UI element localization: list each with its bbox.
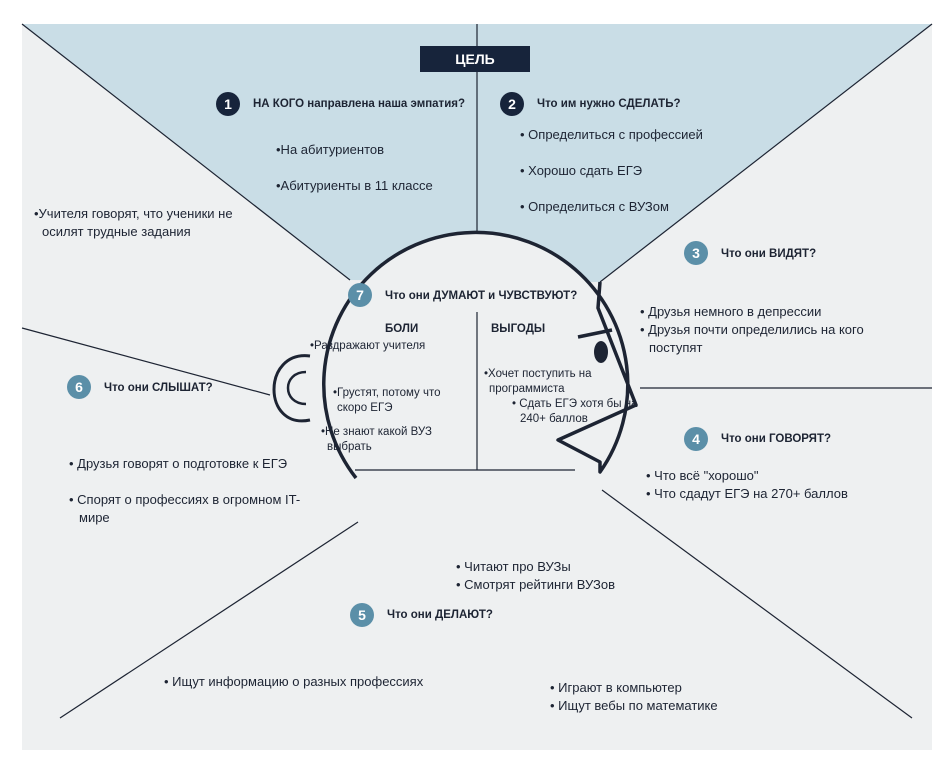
badge-1: 1	[216, 92, 240, 116]
question-2: Что им нужно СДЕЛАТЬ?	[537, 98, 681, 110]
question-4: Что они ГОВОРЯТ?	[721, 433, 831, 445]
gain-2: • Сдать ЕГЭ хотя бы на	[512, 398, 638, 410]
head-outline	[322, 230, 638, 480]
s3-item-1: • Друзья немного в депрессии	[640, 304, 822, 319]
pain-2: •Грустят, потому что	[333, 387, 441, 399]
s1-item-1: •На абитуриентов	[276, 142, 385, 157]
badge-6: 6	[67, 375, 91, 399]
question-3: Что они ВИДЯТ?	[721, 248, 817, 260]
s2-item-1: • Определиться с профессией	[520, 127, 703, 142]
s3-item-2: • Друзья почти определились на кого	[640, 322, 864, 337]
pain-3: •Не знают какой ВУЗ	[321, 426, 432, 438]
s1-item-2: •Абитуриенты в 11 классе	[276, 178, 433, 193]
goal-label: ЦЕЛЬ	[420, 46, 530, 72]
badge-5: 5	[350, 603, 374, 627]
s4-item-1: • Что всё "хорошо"	[646, 468, 759, 483]
badge-7: 7	[348, 283, 372, 307]
s5-item-right-1: • Играют в компьютер	[550, 680, 682, 695]
s6-teachers-2: осилят трудные задания	[42, 224, 191, 239]
eyebrow	[577, 328, 613, 339]
gain-2-cont: 240+ баллов	[520, 413, 588, 425]
pain-2-cont: скоро ЕГЭ	[337, 402, 393, 414]
s2-item-3: • Определиться с ВУЗом	[520, 199, 669, 214]
pain-3-cont: выбрать	[327, 441, 372, 453]
badge-4: 4	[684, 427, 708, 451]
s6-teachers-1: •Учителя говорят, что ученики не	[34, 206, 233, 221]
s6-item-1: • Друзья говорят о подготовке к ЕГЭ	[69, 456, 288, 471]
gain-1-cont: программиста	[489, 383, 565, 395]
s3-item-2-cont: поступят	[649, 340, 703, 355]
ear-inner	[286, 370, 307, 406]
badge-2: 2	[500, 92, 524, 116]
question-7: Что они ДУМАЮТ и ЧУВСТВУЮТ?	[385, 290, 578, 302]
s5-item-top-2: • Смотрят рейтинги ВУЗов	[456, 577, 616, 592]
gain-1: •Хочет поступить на	[484, 368, 592, 380]
s6-item-2: • Спорят о профессиях в огромном IT-	[69, 492, 301, 507]
pains-header: БОЛИ	[385, 323, 419, 335]
s4-item-2: • Что сдадут ЕГЭ на 270+ баллов	[646, 486, 848, 501]
ear-outer	[272, 354, 311, 423]
question-5: Что они ДЕЛАЮТ?	[387, 609, 493, 621]
s5-item-right-2: • Ищут вебы по математике	[550, 698, 718, 713]
badge-3: 3	[684, 241, 708, 265]
question-1: НА КОГО направлена наша эмпатия?	[253, 98, 465, 110]
pain-1: •Раздражают учителя	[310, 340, 426, 352]
s5-item-left: • Ищут информацию о разных профессиях	[164, 674, 424, 689]
s5-item-top-1: • Читают про ВУЗы	[456, 559, 571, 574]
eye	[594, 341, 608, 363]
question-6: Что они СЛЫШАТ?	[104, 382, 213, 394]
gains-header: ВЫГОДЫ	[491, 323, 546, 335]
s2-item-2: • Хорошо сдать ЕГЭ	[520, 163, 643, 178]
s6-item-2-cont: мире	[79, 510, 110, 525]
